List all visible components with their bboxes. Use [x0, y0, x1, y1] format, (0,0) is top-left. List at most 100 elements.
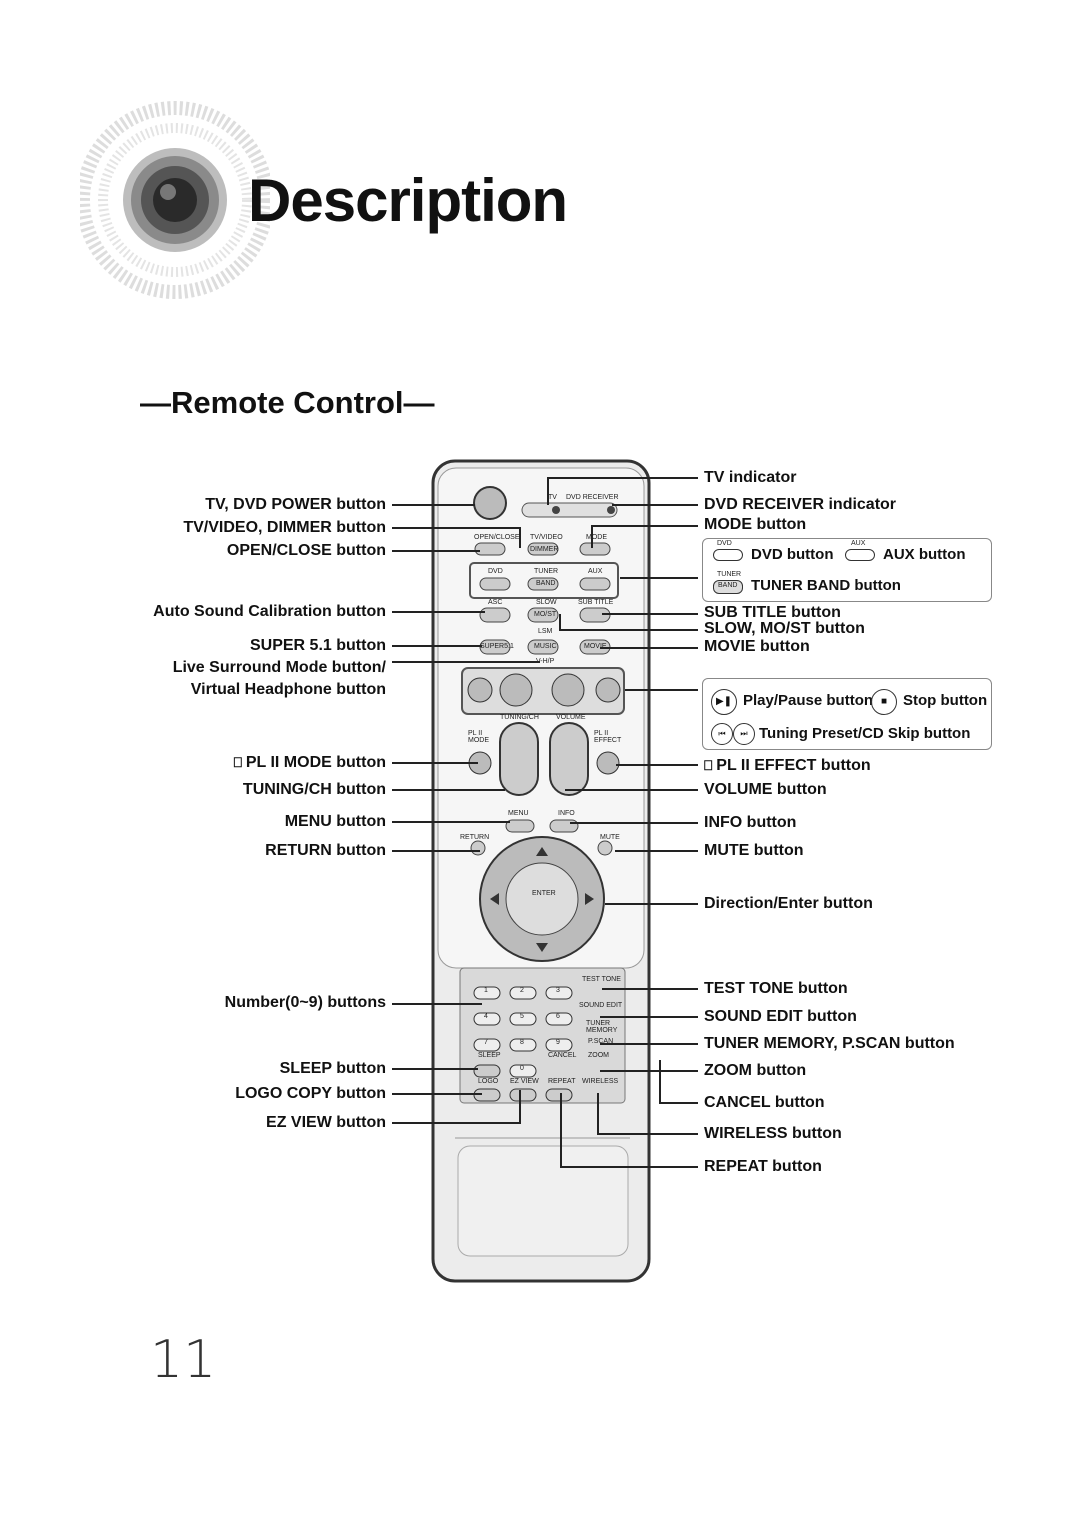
remote-pl2-effect-label: PL II EFFECT: [594, 730, 622, 744]
dvd-tag: DVD: [717, 540, 732, 547]
key-6[interactable]: 6: [556, 1013, 560, 1020]
label-direction-enter: Direction/Enter button: [704, 895, 873, 912]
key-9[interactable]: 9: [556, 1039, 560, 1046]
remote-dimmer-label: DIMMER: [530, 546, 559, 553]
key-5[interactable]: 5: [520, 1013, 524, 1020]
dolby-icon: ⎕: [704, 757, 717, 773]
key-3[interactable]: 3: [556, 987, 560, 994]
remote-music-label: MUSIC: [534, 643, 557, 650]
label-sub-title: SUB TITLE button: [704, 604, 841, 621]
tuner-band-label: TUNER BAND button: [751, 577, 901, 594]
aux-tag: AUX: [851, 540, 866, 547]
remote-sub-title-label: SUB TITLE: [578, 599, 614, 606]
remote-pscan-label: P.SCAN: [588, 1038, 614, 1045]
remote-dvd-receiver-label: DVD RECEIVER: [566, 494, 619, 501]
label-logo-copy: LOGO COPY button: [235, 1085, 386, 1102]
remote-cancel-label: CANCEL: [548, 1052, 577, 1059]
remote-repeat-label: REPEAT: [548, 1078, 576, 1085]
band-tag: BAND: [718, 582, 738, 589]
label-live-surround: Live Surround Mode button/: [172, 659, 386, 676]
label-tv-indicator: TV indicator: [704, 469, 797, 486]
remote-tv-video-label: TV/VIDEO: [530, 534, 563, 541]
label-mode: MODE button: [704, 516, 807, 533]
label-repeat: REPEAT button: [704, 1158, 822, 1175]
stop-label: Stop button: [903, 692, 988, 709]
label-sound-edit: SOUND EDIT button: [704, 1008, 857, 1025]
label-test-tone: TEST TONE button: [704, 980, 848, 997]
remote-dvd-label: DVD: [488, 568, 503, 575]
remote-test-tone-label: TEST TONE: [582, 976, 621, 983]
label-super51: SUPER 5.1 button: [249, 637, 386, 654]
label-zoom: ZOOM button: [704, 1062, 807, 1079]
remote-super51-label: SUPER5.1: [480, 643, 514, 650]
dvd-button-label: DVD button: [751, 546, 834, 563]
remote-tuning-ch-label: TUNING/CH: [500, 714, 539, 721]
remote-band-label: BAND: [536, 580, 556, 587]
label-pl2-effect: ⎕ PL II EFFECT button: [704, 755, 871, 776]
skip-forward-icon: ⏭: [733, 723, 755, 745]
label-open-close: OPEN/CLOSE button: [226, 542, 386, 559]
remote-sound-edit-label: SOUND EDIT: [579, 1002, 623, 1009]
label-menu: MENU button: [284, 813, 386, 830]
remote-movie-label: MOVIE: [584, 643, 607, 650]
label-sleep: SLEEP button: [279, 1060, 386, 1077]
key-4[interactable]: 4: [484, 1013, 488, 1020]
dvd-button-icon: [713, 549, 743, 561]
label-info: INFO button: [704, 814, 797, 831]
speaker-logo-icon: [76, 100, 274, 300]
remote-most-label: MO/ST: [534, 611, 557, 618]
label-tuning-ch: TUNING/CH button: [242, 781, 386, 798]
remote-ez-view-label: EZ VIEW: [510, 1078, 539, 1085]
aux-button-label: AUX button: [883, 546, 966, 563]
remote-zoom-label: ZOOM: [588, 1052, 609, 1059]
remote-menu-label: MENU: [508, 810, 529, 817]
label-asc: Auto Sound Calibration button: [153, 603, 386, 620]
remote-asc-label: ASC: [488, 599, 503, 606]
tuner-tag: TUNER: [717, 571, 742, 578]
skip-label: Tuning Preset/CD Skip button: [759, 725, 971, 742]
label-tv-dvd-power: TV, DVD POWER button: [205, 496, 386, 513]
remote-vhp-label: V-H/P: [536, 658, 555, 665]
label-mute: MUTE button: [704, 842, 804, 859]
key-2[interactable]: 2: [520, 987, 524, 994]
label-volume: VOLUME button: [704, 781, 827, 798]
label-return: RETURN button: [265, 842, 386, 859]
remote-tv-label: TV: [548, 494, 557, 501]
label-pl2-mode-text: PL II MODE button: [245, 754, 386, 771]
tuner-band-button-icon: [713, 580, 743, 594]
label-ez-view: EZ VIEW button: [266, 1114, 386, 1131]
stop-icon: ■: [871, 689, 897, 715]
aux-button-icon: [845, 549, 875, 561]
label-pl2-mode: ⎕ PL II MODE button: [234, 752, 386, 773]
remote-logo-label: LOGO: [478, 1078, 499, 1085]
key-1[interactable]: 1: [484, 987, 488, 994]
remote-sleep-label: SLEEP: [478, 1052, 501, 1059]
label-wireless: WIRELESS button: [704, 1125, 842, 1142]
key-0[interactable]: 0: [520, 1065, 524, 1072]
remote-open-close-label: OPEN/CLOSE: [474, 534, 520, 541]
play-pause-icon: ▶❚: [711, 689, 737, 715]
label-number-buttons: Number(0~9) buttons: [224, 994, 386, 1011]
label-virtual-headphone: Virtual Headphone button: [190, 681, 386, 698]
remote-wireless-label: WIRELESS: [582, 1078, 619, 1085]
play-pause-label: Play/Pause button: [743, 692, 874, 709]
remote-slow-label: SLOW: [536, 599, 557, 606]
label-dvd-receiver-indicator: DVD RECEIVER indicator: [704, 496, 897, 513]
transport-callout-box: ▶❚ Play/Pause button ■ Stop button ⏮ ⏭ T…: [702, 678, 992, 750]
label-movie: MOVIE button: [704, 638, 810, 655]
label-tv-video-dimmer: TV/VIDEO, DIMMER button: [183, 519, 386, 536]
remote-mute-label: MUTE: [600, 834, 620, 841]
number-keypad: 1 2 3 4 5 6 7 8 9 0: [470, 983, 580, 1103]
page-number: 11: [150, 1330, 217, 1390]
remote-mode-label: MODE: [586, 534, 607, 541]
section-subtitle: —Remote Control—: [140, 385, 435, 420]
remote-control-illustration: 1 2 3 4 5 6 7 8 9 0 TV DVD RECEIVER OPEN…: [430, 458, 652, 1284]
mode-callout-box: DVD DVD button AUX AUX button TUNER BAND…: [702, 538, 992, 602]
key-8[interactable]: 8: [520, 1039, 524, 1046]
key-7[interactable]: 7: [484, 1039, 488, 1046]
label-pl2-effect-text: PL II EFFECT button: [716, 757, 871, 774]
label-cancel: CANCEL button: [704, 1094, 825, 1111]
label-tuner-memory: TUNER MEMORY, P.SCAN button: [704, 1035, 955, 1052]
remote-tuner-memory-label: TUNER MEMORY: [586, 1020, 618, 1034]
